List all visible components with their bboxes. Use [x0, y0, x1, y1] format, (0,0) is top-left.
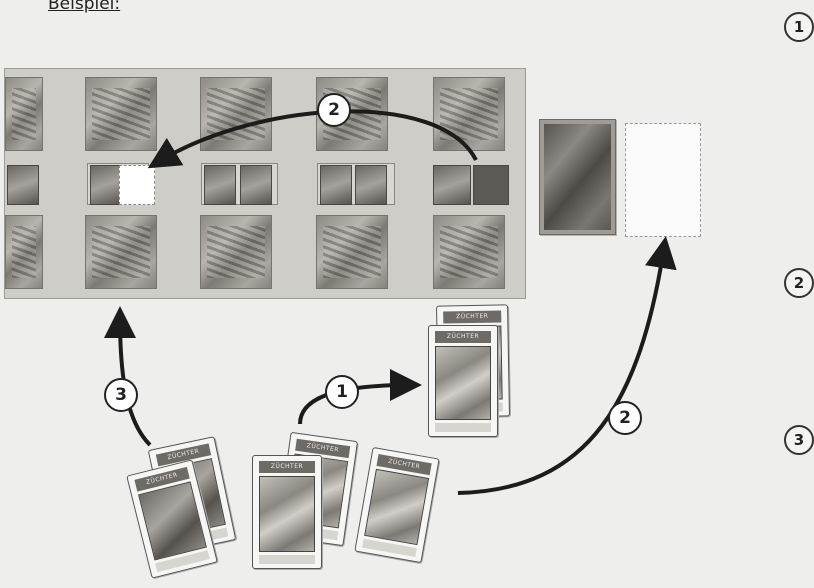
side-step-marker: 2: [784, 268, 814, 298]
board-tile: [316, 215, 388, 289]
board-tile: [5, 77, 43, 151]
step-number: 2: [608, 401, 642, 435]
draw-pile-card: [539, 119, 616, 235]
board-card: [240, 165, 272, 205]
arrow-board-swap: [147, 109, 478, 169]
side-step-marker: 3: [784, 425, 814, 455]
hand-card: ZÜCHTER: [428, 325, 498, 437]
side-step-marker: 1: [784, 12, 814, 42]
board-card: [90, 165, 122, 205]
board-tile: [200, 215, 272, 289]
step-number: 3: [104, 378, 138, 412]
board-card: [355, 165, 387, 205]
step-number: 2: [317, 93, 351, 127]
board-tile: [433, 215, 505, 289]
board-card: [204, 165, 236, 205]
empty-card-slot: [119, 165, 155, 205]
board-card: [433, 165, 471, 205]
board-tile: [200, 77, 272, 151]
board-card-selected: [473, 165, 509, 205]
card-title: ZÜCHTER: [435, 331, 491, 343]
example-heading: Beispiel:: [48, 0, 121, 14]
board-tile: [85, 77, 157, 151]
board-card: [7, 165, 39, 205]
board-tile: [85, 215, 157, 289]
board-tile: [5, 215, 43, 289]
arrow-to-discard: [457, 236, 677, 495]
step-number: 1: [325, 375, 359, 409]
board-tile: [433, 77, 505, 151]
card-title: ZÜCHTER: [259, 461, 315, 473]
hand-card: ZÜCHTER: [252, 455, 322, 569]
board-card: [320, 165, 352, 205]
game-board: [4, 68, 526, 299]
